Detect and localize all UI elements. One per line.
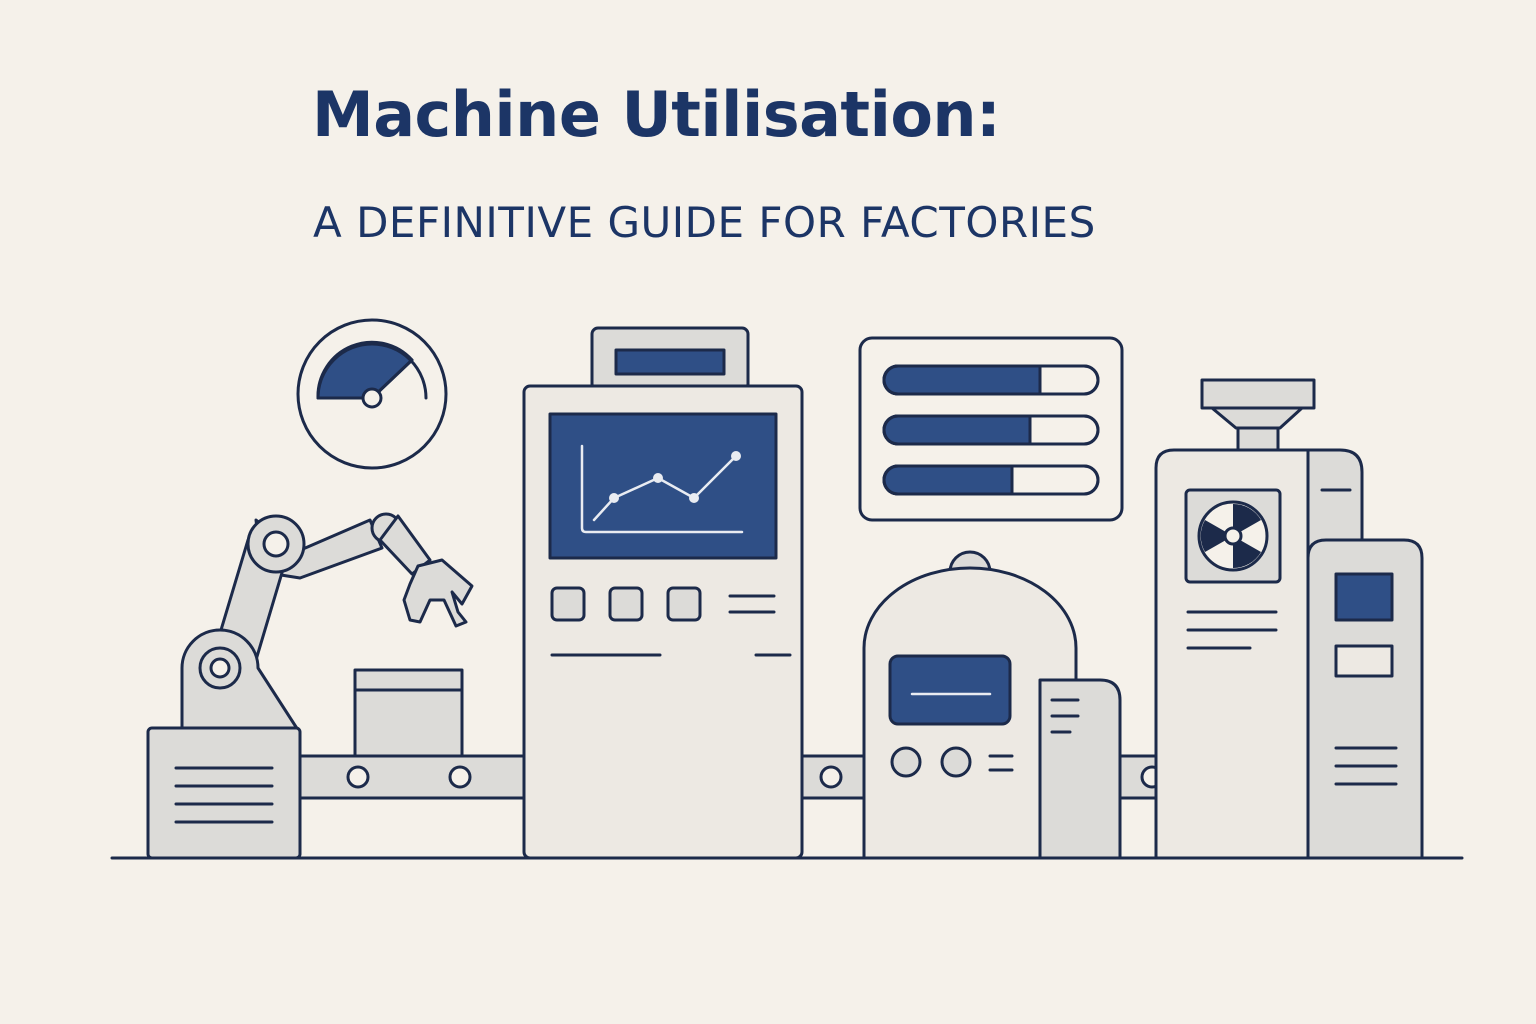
page-title: Machine Utilisation: [312,78,1001,151]
progress-bar [882,364,1100,396]
progress-bar [882,414,1100,446]
progress-bar-fill [882,364,1042,396]
progress-bar-fill [882,414,1032,446]
line-chart-icon [548,412,778,560]
gauge-icon [296,318,448,470]
package-box [353,668,464,758]
progress-bar-fill [882,464,1014,496]
dome-machine-icon [862,550,1122,860]
cabinet-icon [1306,538,1424,860]
fan-icon [1184,488,1282,584]
robot-arm-icon [146,512,474,860]
progress-bar [882,464,1100,496]
page-subtitle: A DEFINITIVE GUIDE FOR FACTORIES [313,198,1096,247]
control-panel-icon [522,326,804,860]
progress-bars-icon [858,336,1124,522]
